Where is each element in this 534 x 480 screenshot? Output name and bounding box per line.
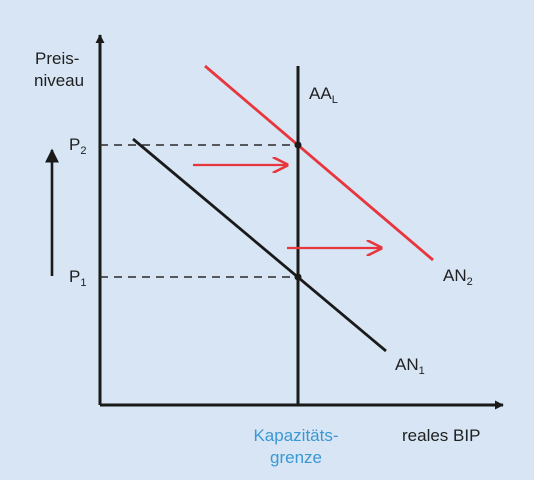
y-axis-label-line2: niveau bbox=[34, 71, 84, 90]
p1-label: P1 bbox=[69, 267, 86, 289]
an2-label: AN2 bbox=[443, 266, 473, 288]
p2-intersection-point bbox=[294, 141, 302, 149]
aa-label: AAL bbox=[309, 84, 338, 106]
capacity-label-line1: Kapazitäts- bbox=[253, 426, 338, 445]
an1-curve bbox=[132, 137, 387, 353]
capacity-label-line2: grenze bbox=[270, 448, 322, 467]
y-axis-label-line1: Preis- bbox=[35, 49, 79, 68]
x-axis-label: reales BIP bbox=[402, 426, 480, 445]
p2-label: P2 bbox=[69, 135, 86, 157]
p1-intersection-point bbox=[294, 273, 302, 281]
an1-label: AN1 bbox=[395, 355, 425, 377]
an2-curve bbox=[204, 64, 434, 262]
